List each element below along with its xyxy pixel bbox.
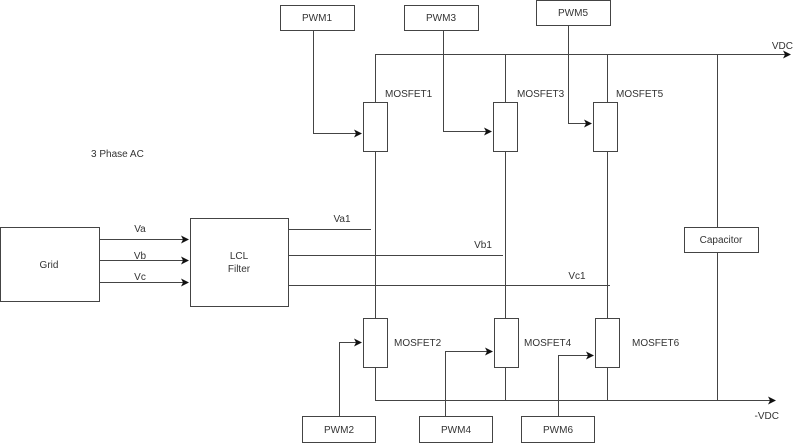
pwm1-gate-arrow [313,30,362,138]
pwm4-gate-arrow [445,347,493,417]
vdc-label: VDC [772,41,793,52]
pwm5-gate-arrow [568,25,592,128]
pwm2-gate-arrow [339,338,362,417]
va-label: Va [134,224,146,235]
mosfet2[interactable]: MOSFET2 [363,318,442,368]
mosfet1[interactable]: MOSFET1 [363,89,433,152]
pwm3-label: PWM3 [426,13,456,24]
three-phase-ac-label: 3 Phase AC [91,149,144,160]
pwm3-block[interactable]: PWM3 [404,5,479,31]
mosfet6-label: MOSFET6 [632,338,680,349]
mosfet6[interactable]: MOSFET6 [595,318,680,368]
pwm6-block[interactable]: PWM6 [521,416,595,443]
grid-label: Grid [40,260,59,271]
pwm6-gate-arrow [558,351,594,417]
mosfet3-label: MOSFET3 [517,89,565,100]
pwm3-gate-arrow [443,30,492,136]
pwm5-label: PWM5 [558,8,588,19]
neg-vdc-label: -VDC [755,411,779,422]
vb-label: Vb [134,251,147,262]
pwm1-block[interactable]: PWM1 [280,5,355,31]
pwm1-label: PWM1 [302,13,332,24]
lcl-filter-block[interactable]: LCL Filter [190,218,289,307]
pwm6-label: PWM6 [543,425,573,436]
mosfet5-label: MOSFET5 [616,89,664,100]
mosfet4[interactable]: MOSFET4 [494,318,572,368]
vc1-label: Vc1 [568,271,586,282]
filter-label-line2: Filter [228,264,251,275]
vc-label: Vc [134,272,146,283]
mosfet4-label: MOSFET4 [524,338,572,349]
vb1-label: Vb1 [474,240,492,251]
capacitor-block[interactable]: Capacitor [684,227,759,253]
mosfet5[interactable]: MOSFET5 [593,89,664,152]
pwm4-label: PWM4 [441,425,471,436]
mosfet3[interactable]: MOSFET3 [493,89,565,152]
capacitor-label: Capacitor [700,235,743,246]
pwm4-block[interactable]: PWM4 [419,416,493,443]
filter-label-line1: LCL [230,251,249,262]
mosfet1-label: MOSFET1 [385,89,433,100]
va1-label: Va1 [333,214,350,225]
pwm5-block[interactable]: PWM5 [536,0,611,26]
pwm2-label: PWM2 [324,425,354,436]
mosfet2-label: MOSFET2 [394,338,442,349]
grid-block[interactable]: Grid [0,227,100,302]
pwm2-block[interactable]: PWM2 [302,416,376,443]
